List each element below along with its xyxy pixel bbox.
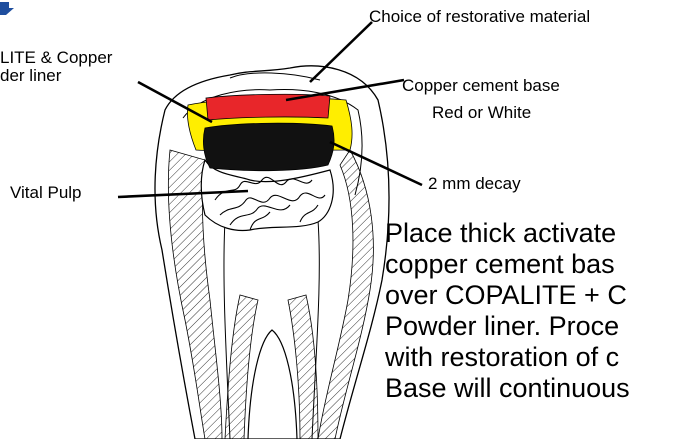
instructions-line-2: copper cement bas — [385, 249, 630, 280]
label-copalite-liner-line2: der liner — [0, 66, 61, 86]
label-vital-pulp: Vital Pulp — [10, 183, 82, 203]
instructions-line-4: Powder liner. Proce — [385, 311, 630, 342]
copper-cement-base-layer — [206, 94, 330, 120]
instructions-line-6: Base will continuous — [385, 373, 630, 404]
decay-layer — [203, 123, 334, 170]
label-copalite-liner-line1: LITE & Copper — [0, 48, 112, 68]
instructions-text: Place thick activate copper cement bas o… — [385, 218, 630, 404]
label-red-or-white: Red or White — [432, 103, 531, 123]
instructions-line-1: Place thick activate — [385, 218, 630, 249]
instructions-line-5: with restoration of c — [385, 342, 630, 373]
label-2mm-decay: 2 mm decay — [428, 174, 521, 194]
label-choice-of-restorative-material: Choice of restorative material — [369, 7, 590, 27]
corner-accent-mark — [0, 0, 14, 16]
instructions-line-3: over COPALITE + C — [385, 280, 630, 311]
label-copper-cement-base: Copper cement base — [402, 76, 560, 96]
